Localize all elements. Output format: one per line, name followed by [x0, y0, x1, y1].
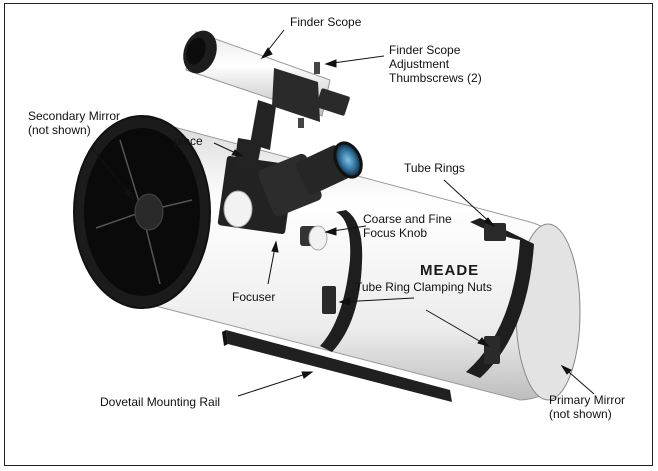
- label-tube-rings: Tube Rings: [404, 161, 465, 175]
- leader-lines: [91, 29, 595, 397]
- eyepiece: [295, 141, 363, 195]
- label-focus-knob: Coarse and Fine Focus Knob: [363, 212, 452, 240]
- label-secondary-mirror: Secondary Mirror (not shown): [28, 109, 121, 137]
- label-clamping-nuts: Tube Ring Clamping Nuts: [355, 280, 492, 294]
- label-eyepiece: piece: [174, 134, 203, 148]
- tube-rings: [320, 210, 534, 378]
- label-focuser: Focuser: [232, 290, 276, 304]
- brand-logo: MEADE: [420, 262, 480, 279]
- label-dovetail-rail: Dovetail Mounting Rail: [100, 395, 221, 409]
- finder-scope: [183, 30, 350, 172]
- tube-aperture: [73, 115, 211, 309]
- label-finder-scope: Finder Scope: [290, 15, 362, 29]
- focuser-assembly: [217, 153, 328, 251]
- label-primary-mirror: Primary Mirror (not shown): [549, 393, 625, 421]
- dovetail-rail: [222, 330, 452, 402]
- label-finder-adjustment: Finder Scope Adjustment Thumbscrews (2): [389, 43, 482, 85]
